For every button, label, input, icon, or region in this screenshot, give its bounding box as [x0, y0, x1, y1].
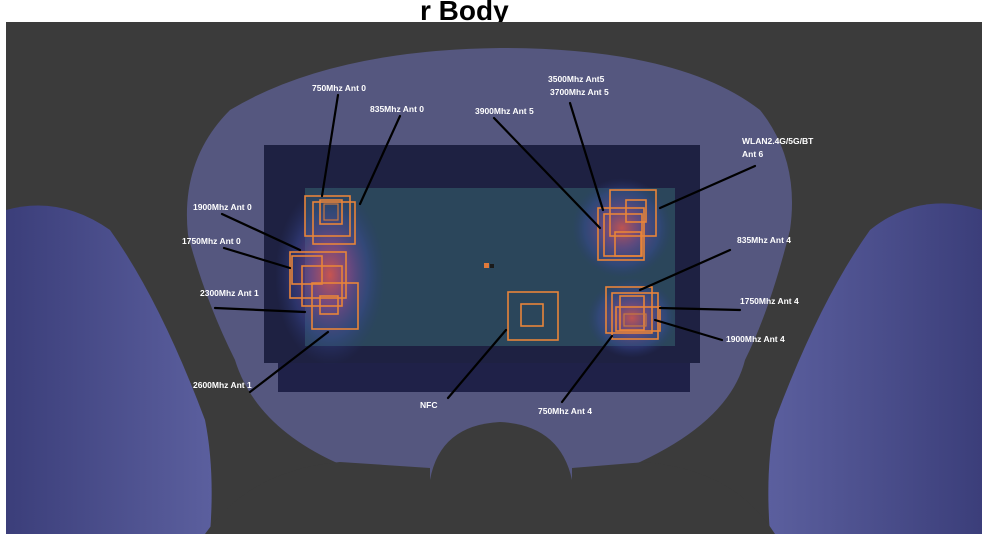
leader-1750-ant0 — [222, 246, 292, 270]
nfc-coil-outer — [507, 291, 559, 341]
label-835-ant0: 835Mhz Ant 0 — [370, 104, 424, 114]
antenna-box-2600-ant1 — [311, 282, 359, 330]
leader-1750-ant4 — [658, 306, 742, 312]
label-3500-ant5: 3500Mhz Ant5 — [548, 74, 605, 84]
leader-750-ant4 — [560, 334, 614, 404]
hotspot-right-bottom — [587, 278, 677, 358]
lower-gray-right — [572, 462, 775, 534]
leader-2600-ant1 — [248, 330, 330, 394]
label-835-ant4: 835Mhz Ant 4 — [737, 235, 791, 245]
leader-3500-ant5 — [568, 101, 605, 212]
leader-750-ant0 — [320, 93, 340, 198]
antenna-box-ant6-inner — [625, 199, 647, 223]
antenna-box-1900-ant0 — [289, 251, 347, 299]
antenna-box-1900-ant4 — [615, 306, 661, 332]
label-wlan-ant6-line2: Ant 6 — [742, 149, 764, 159]
antenna-box-ant0-core — [323, 203, 339, 221]
label-1750-ant4: 1750Mhz Ant 4 — [740, 296, 799, 306]
antenna-box-ant4-core — [623, 313, 647, 327]
nfc-coil-inner — [520, 303, 544, 327]
antenna-box-750-ant4 — [605, 286, 653, 334]
leader-3900-ant5 — [492, 116, 602, 230]
leader-wlan-ant6 — [658, 164, 757, 210]
label-nfc: NFC — [420, 400, 437, 410]
leader-1900-ant0 — [220, 212, 302, 252]
page-title: r Body — [420, 0, 509, 26]
lower-gray — [205, 462, 430, 534]
label-2600-ant1: 2600Mhz Ant 1 — [193, 380, 252, 390]
leader-835-ant4 — [638, 248, 732, 292]
label-1900-ant4: 1900Mhz Ant 4 — [726, 334, 785, 344]
label-750-ant4: 750Mhz Ant 4 — [538, 406, 592, 416]
label-3700-ant5: 3700Mhz Ant 5 — [550, 87, 609, 97]
antenna-box-750-ant0 — [304, 195, 351, 237]
antenna-box-3900-ant5 — [614, 231, 642, 257]
label-3900-ant5: 3900Mhz Ant 5 — [475, 106, 534, 116]
antenna-box-ant1-inner — [319, 295, 339, 315]
right-shoulder — [768, 203, 982, 534]
title-strip — [0, 0, 982, 22]
antenna-box-1750-ant4 — [619, 295, 645, 331]
antenna-box-wlan-ant6 — [609, 189, 657, 237]
label-1900-ant0: 1900Mhz Ant 0 — [193, 202, 252, 212]
antenna-box-1750-ant0 — [291, 255, 323, 285]
leader-835-ant0 — [358, 114, 402, 206]
label-1750-ant0: 1750Mhz Ant 0 — [182, 236, 241, 246]
hotspot-right-top — [572, 178, 672, 278]
leader-2300-ant1 — [213, 306, 307, 314]
label-750-ant0: 750Mhz Ant 0 — [312, 83, 366, 93]
antenna-box-835-ant0 — [312, 201, 356, 245]
chin-cutout — [430, 422, 572, 534]
left-shoulder — [6, 205, 212, 534]
camera-marker-2 — [490, 264, 494, 268]
leader-1900-ant4 — [653, 318, 724, 342]
camera-marker — [484, 263, 489, 268]
antenna-box-3500-ant5 — [597, 207, 645, 261]
leader-nfc — [446, 328, 508, 400]
label-2300-ant1: 2300Mhz Ant 1 — [200, 288, 259, 298]
label-wlan-ant6-line1: WLAN2.4G/5G/BT — [742, 136, 814, 146]
antenna-box-2300-ant1 — [301, 265, 343, 307]
antenna-box-ant0-inner — [319, 199, 343, 225]
antenna-box-835-ant4 — [611, 292, 659, 340]
